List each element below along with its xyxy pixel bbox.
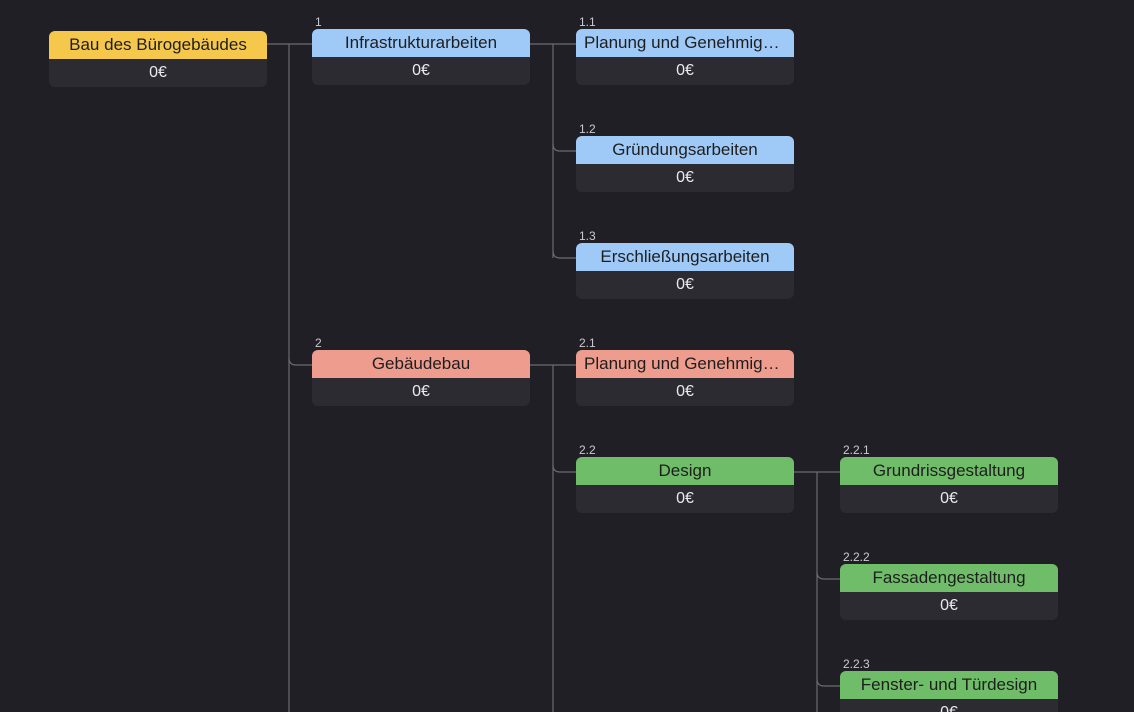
node-cost: 0€ bbox=[840, 485, 1058, 513]
connector-to-2 bbox=[288, 357, 312, 366]
node-cost: 0€ bbox=[576, 378, 794, 406]
wbs-node-2-2-3[interactable]: Fenster- und Türdesign 0€ bbox=[840, 671, 1058, 712]
node-cost: 0€ bbox=[576, 485, 794, 513]
wbs-node-root[interactable]: Bau des Bürogebäudes 0€ bbox=[49, 31, 267, 87]
node-title: Erschließungsarbeiten bbox=[576, 243, 794, 271]
node-number: 2.1 bbox=[579, 336, 596, 350]
node-title: Design bbox=[576, 457, 794, 485]
node-number: 1 bbox=[315, 15, 322, 29]
connector-to-1-2 bbox=[552, 143, 576, 152]
connector-to-1-3 bbox=[552, 250, 576, 259]
node-cost: 0€ bbox=[840, 592, 1058, 620]
node-title: Fassadengestaltung bbox=[840, 564, 1058, 592]
node-title: Planung und Genehmigungen bbox=[576, 29, 794, 57]
node-title: Infrastrukturarbeiten bbox=[312, 29, 530, 57]
wbs-node-1-2[interactable]: Gründungsarbeiten 0€ bbox=[576, 136, 794, 192]
node-number: 2 bbox=[315, 336, 322, 350]
node-number: 2.2.1 bbox=[843, 443, 870, 457]
wbs-node-2-2-1[interactable]: Grundrissgestaltung 0€ bbox=[840, 457, 1058, 513]
node-number: 2.2.2 bbox=[843, 550, 870, 564]
node-cost: 0€ bbox=[576, 57, 794, 85]
node-title: Bau des Bürogebäudes bbox=[49, 31, 267, 59]
wbs-node-2-2-2[interactable]: Fassadengestaltung 0€ bbox=[840, 564, 1058, 620]
node-cost: 0€ bbox=[840, 699, 1058, 712]
connector-to-2-2-2 bbox=[816, 571, 840, 580]
wbs-node-1-1[interactable]: Planung und Genehmigungen 0€ bbox=[576, 29, 794, 85]
node-title: Planung und Genehmigungen bbox=[576, 350, 794, 378]
wbs-node-2[interactable]: Gebäudebau 0€ bbox=[312, 350, 530, 406]
node-number: 1.2 bbox=[579, 122, 596, 136]
node-title: Gründungsarbeiten bbox=[576, 136, 794, 164]
node-number: 1.1 bbox=[579, 15, 596, 29]
node-cost: 0€ bbox=[49, 59, 267, 87]
node-cost: 0€ bbox=[576, 271, 794, 299]
node-title: Grundrissgestaltung bbox=[840, 457, 1058, 485]
node-number: 2.2.3 bbox=[843, 657, 870, 671]
connector-to-2-2 bbox=[552, 464, 576, 473]
node-number: 2.2 bbox=[579, 443, 596, 457]
node-cost: 0€ bbox=[312, 378, 530, 406]
node-title: Gebäudebau bbox=[312, 350, 530, 378]
node-cost: 0€ bbox=[312, 57, 530, 85]
wbs-node-1-3[interactable]: Erschließungsarbeiten 0€ bbox=[576, 243, 794, 299]
wbs-node-2-1[interactable]: Planung und Genehmigungen 0€ bbox=[576, 350, 794, 406]
wbs-node-1[interactable]: Infrastrukturarbeiten 0€ bbox=[312, 29, 530, 85]
connector-to-2-2-3 bbox=[816, 678, 840, 687]
node-number: 1.3 bbox=[579, 229, 596, 243]
node-cost: 0€ bbox=[576, 164, 794, 192]
node-title: Fenster- und Türdesign bbox=[840, 671, 1058, 699]
wbs-node-2-2[interactable]: Design 0€ bbox=[576, 457, 794, 513]
